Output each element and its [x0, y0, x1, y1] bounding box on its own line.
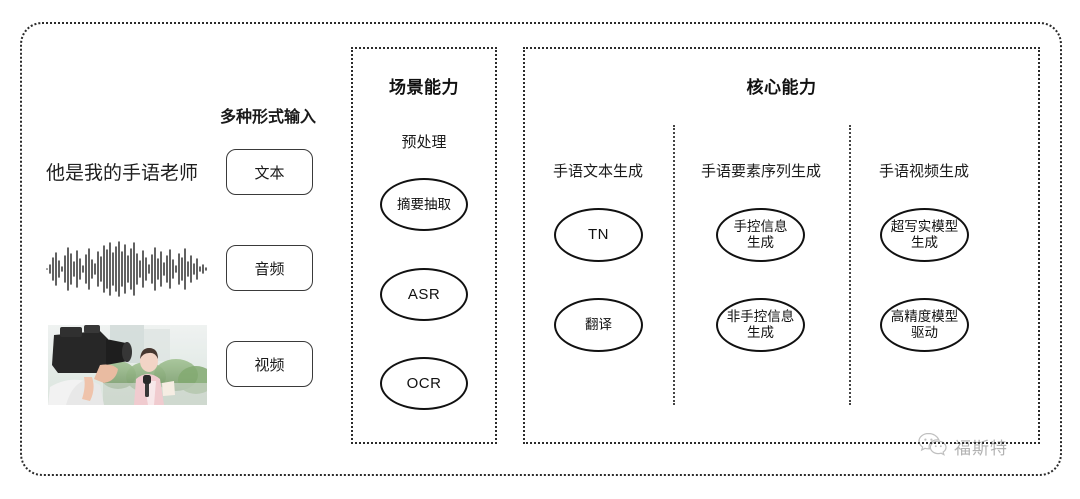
node-asr[interactable]: ASR [380, 268, 468, 321]
wechat-bubble-icon [918, 432, 948, 461]
scene-capability-title: 场景能力 [389, 78, 459, 97]
node-high-precision-model-driving[interactable]: 高精度模型 驱动 [880, 298, 969, 352]
scene-subhead-preprocess: 预处理 [401, 134, 447, 151]
outer-frame [20, 22, 1062, 476]
node-manual-info-generation[interactable]: 手控信息 生成 [716, 208, 805, 262]
input-chip-audio[interactable]: 音频 [226, 245, 313, 291]
text-sample-label: 他是我的手语老师 [46, 163, 199, 184]
scene-capability-panel: 场景能力 [351, 47, 497, 444]
input-section-caption: 多种形式输入 [220, 109, 317, 126]
input-chip-video[interactable]: 视频 [226, 341, 313, 387]
core-column-heading-2: 手语要素序列生成 [700, 163, 821, 180]
audio-waveform-icon [45, 240, 210, 298]
node-tn[interactable]: TN [554, 208, 643, 262]
node-ocr[interactable]: OCR [380, 357, 468, 410]
video-thumbnail [48, 325, 207, 405]
watermark-text: 福斯特 [954, 439, 1008, 458]
core-column-heading-3: 手语视频生成 [878, 163, 969, 180]
core-column-divider-2 [849, 125, 851, 405]
input-chip-text[interactable]: 文本 [226, 149, 313, 195]
core-capability-panel: 核心能力 [523, 47, 1040, 444]
node-summary-extraction[interactable]: 摘要抽取 [380, 178, 468, 231]
node-translation[interactable]: 翻译 [554, 298, 643, 352]
node-non-manual-info-generation[interactable]: 非手控信息 生成 [716, 298, 805, 352]
core-column-heading-1: 手语文本生成 [552, 163, 643, 180]
core-column-divider-1 [673, 125, 675, 405]
node-photoreal-model-generation[interactable]: 超写实模型 生成 [880, 208, 969, 262]
core-capability-title: 核心能力 [746, 78, 817, 97]
watermark: 福斯特 [918, 432, 1008, 461]
